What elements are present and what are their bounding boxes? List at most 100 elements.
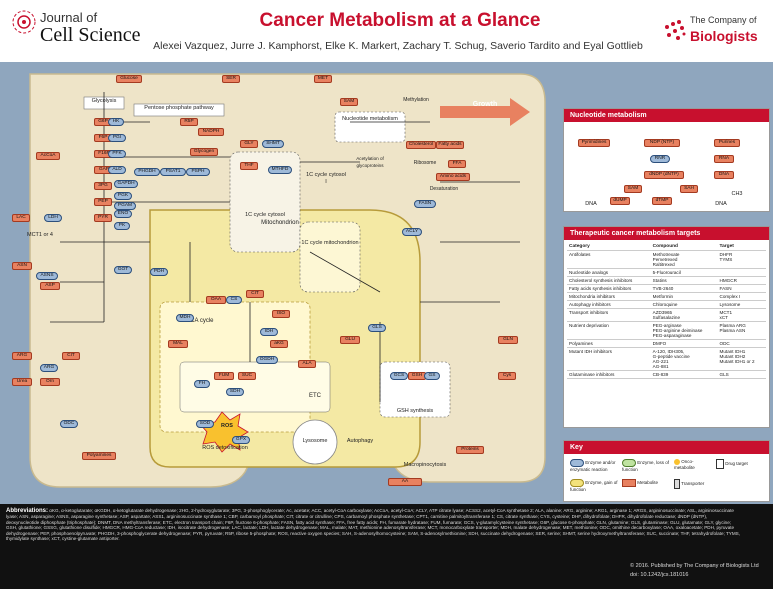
enzyme-gs: GS xyxy=(424,372,440,380)
targets-panel-title: Therapeutic cancer metabolism targets xyxy=(564,227,769,240)
target-target: DHFR TYMS xyxy=(717,250,766,269)
key-panel: Key Enzyme and/or enzymatic reaction Enz… xyxy=(563,440,770,502)
enzyme-psph: PSPH xyxy=(186,168,210,176)
nuc-rna: RNA xyxy=(714,155,734,163)
nuc-dtmp: dTMP xyxy=(652,197,672,205)
target-target: MCT1 xCT xyxy=(717,308,766,322)
enzyme-arg: ARG xyxy=(40,364,58,372)
enzyme-pgam: PGAM xyxy=(114,202,136,210)
onec-cytosol-box xyxy=(229,151,301,253)
enzyme-asns: ASNS xyxy=(36,272,58,280)
col-target: Target xyxy=(717,243,766,251)
metabolite-glycogen: Glycogen xyxy=(190,148,218,156)
metabolite-asp: ASP xyxy=(40,282,60,290)
metabolite-cholesterol: Cholesterol xyxy=(406,141,436,149)
target-target: HMGCR xyxy=(717,276,766,285)
journal-logo-icon xyxy=(12,10,36,34)
publisher-logo-icon xyxy=(665,20,686,40)
metabolite-r5p: R5P xyxy=(180,118,198,126)
nucleotide-box xyxy=(334,111,406,143)
metabolite-urea: Urea xyxy=(12,378,32,386)
enzyme-pk: PK xyxy=(114,222,130,230)
key-gain-icon xyxy=(570,479,584,487)
footer xyxy=(0,504,773,589)
target-target: FASN xyxy=(717,284,766,293)
metabolite-pep: PEP xyxy=(94,198,112,206)
key-transporter-icon xyxy=(674,479,680,489)
nuc-sam: SAM xyxy=(624,185,642,193)
target-target: Plasma ARG Plasma ASN xyxy=(717,321,766,340)
metabolite-accoa: AcCoA xyxy=(36,152,60,160)
target-target: Lysosome xyxy=(717,300,766,309)
metabolite-gln: GLN xyxy=(498,336,518,344)
enzyme-gls: GLS xyxy=(368,324,386,332)
abbrev-title: Abbreviations: xyxy=(6,508,49,514)
enzyme-eno: ENO xyxy=(114,210,132,218)
metabolite-suc: SUC xyxy=(238,372,256,380)
nuc-purines: Purines xyxy=(714,139,740,147)
enzyme-sod: SOD xyxy=(196,420,214,428)
metabolite-mal: MAL xyxy=(168,340,188,348)
metabolite-glu: GLU xyxy=(340,336,360,344)
ppp-label: Pentose phosphate pathway xyxy=(144,105,214,111)
enzyme-pgk: PGK xyxy=(114,192,132,200)
key-onco-icon xyxy=(674,459,680,465)
ros-label: ROS xyxy=(221,423,233,429)
onec-cycle-a-label: 1C cycle cytosol I xyxy=(306,172,346,185)
nuc-ndp: NDP (NTP) xyxy=(644,139,680,147)
metabolite-ffa: FFA xyxy=(448,160,466,168)
target-category: Antifolates xyxy=(567,250,651,269)
enzyme-hk: HK xyxy=(108,118,124,126)
nuc-sah: SAH xyxy=(680,185,698,193)
onec-mito-label: 1C cycle mitochondrion xyxy=(301,240,359,246)
target-category: Autophagy inhibitors xyxy=(567,300,651,309)
target-target: Mutant IDH1 Mutant IDH2 Mutant IDH1 or 2 xyxy=(717,347,766,371)
logo-line1: Journal of xyxy=(40,10,98,25)
cell-diagram xyxy=(29,73,546,488)
metabolite-asn: ASN xyxy=(12,262,32,270)
key-loss-icon xyxy=(622,459,636,467)
col-compound: Compound xyxy=(650,243,718,251)
lysosome-label: Lysosome xyxy=(302,438,328,444)
desaturation-label: Desaturation xyxy=(429,186,459,192)
nuc-dump: dUMP xyxy=(610,197,630,205)
mitochondrion-label: Mitochondrion xyxy=(261,220,299,226)
metabolite-iso: ISO xyxy=(272,310,290,318)
target-category: Mitochondria inhibitors xyxy=(567,292,651,301)
key-panel-title: Key xyxy=(564,441,769,454)
nuc-dna: DNA xyxy=(714,171,734,179)
enzyme-ogdh: OGDH xyxy=(256,356,278,364)
target-category: Glutaminase inhibitors xyxy=(567,370,651,379)
key-metabolite-icon xyxy=(622,479,636,487)
metabolite-fatty-acids: Fatty acids xyxy=(436,141,464,149)
publisher-line1: The Company of xyxy=(690,15,757,25)
enzyme-phgdh: PHGDH xyxy=(134,168,160,176)
target-compound: Metformin xyxy=(650,292,718,301)
target-compound: A-120, IDH305, G-peptide vaccine AG-221 … xyxy=(650,347,718,371)
methylation-label: Methylation xyxy=(403,97,429,103)
key-item-metabolite: Metabolite xyxy=(622,479,672,487)
pathway-arrows xyxy=(50,92,520,402)
metabolite-cit-2: CIT xyxy=(62,352,80,360)
nuc-ch3: CH3 xyxy=(731,191,743,197)
key-item-drug: Drug target xyxy=(716,459,766,469)
ppp-label-box xyxy=(133,103,225,117)
ribosome-label: Ribosome xyxy=(413,160,437,166)
abbrev-text: αKG, α-ketoglutarate; αKGDH, α-ketogluta… xyxy=(6,508,741,542)
enzyme-odc: ODC xyxy=(60,420,78,428)
target-compound: PEG-arginase PEG-arginine deiminase PEG-… xyxy=(650,321,718,340)
target-compound: 5-Fluorouracil xyxy=(650,268,718,277)
metabolite-arg: ARG xyxy=(12,352,32,360)
target-compound: DMFO xyxy=(650,339,718,348)
enzyme-cs: CS xyxy=(226,296,242,304)
target-compound: CB-839 xyxy=(650,370,718,379)
target-compound: Statins xyxy=(650,276,718,285)
target-target: GLS xyxy=(717,370,766,379)
nuc-dna-right: DNA xyxy=(715,201,727,207)
enzyme-gpx: GPX xyxy=(232,436,250,444)
col-category: Category xyxy=(567,243,651,251)
